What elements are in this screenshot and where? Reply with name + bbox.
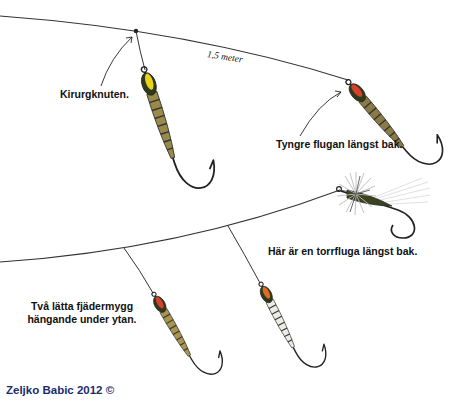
fly-label: Här är en torrfluga längst bak. [268,245,417,258]
fly-label: Tyngre flugan längst bak. [276,138,402,151]
nymph-fly [137,55,221,195]
leader-arrow [300,92,341,136]
leader-arrow [101,37,132,86]
nymph-fly [256,269,332,375]
nymph-fly [148,278,228,383]
length-dimension: 1,5 meter [206,49,243,66]
dropper-line [124,248,153,293]
watermark: Zeljko Babic 2012 © [6,384,114,398]
dropper-line [136,31,145,70]
leader-line [0,16,348,80]
knot-label: Kirurgknuten. [60,88,129,101]
dropper-line [228,226,260,283]
fly-label: Två lätta fjädermygg hängande under ytan… [18,300,146,325]
heavy-nymph-fly [342,58,450,176]
dry-fly [337,172,430,238]
